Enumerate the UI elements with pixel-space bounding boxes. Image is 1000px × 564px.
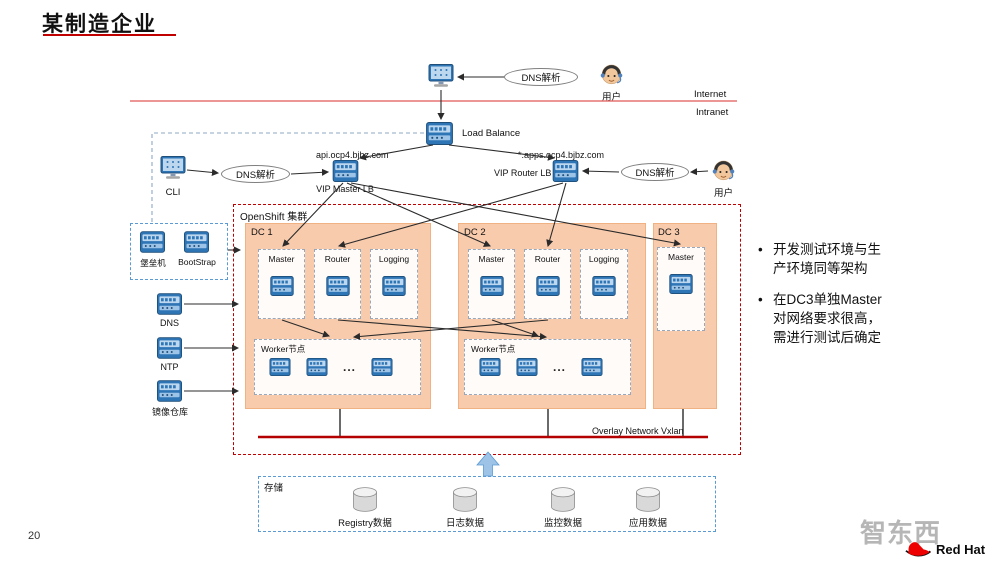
redhat-logo-text: Red Hat [936,542,986,557]
vip-master-lb-label: VIP Master LB [316,184,374,194]
server-icon [270,276,294,296]
dc1-worker-box: Worker节点 ... [254,339,421,395]
server-icon [669,274,693,294]
dc1-logging-title: Logging [378,254,410,264]
server-icon [592,276,616,296]
note-bullet-1: 开发测试环境与生产环境同等架构 [757,241,893,279]
dc2-router-node: Router [524,249,571,319]
ntp-label: NTP [160,362,179,372]
dc2-logging-node: Logging [580,249,628,319]
server-icon [382,276,406,296]
dc2-master-node: Master [468,249,515,319]
user-icon-right [710,158,737,185]
dc2-router-title: Router [534,254,561,264]
dns-label: DNS [159,318,179,328]
vip-router-lb-icon [551,160,580,182]
bastion-server-icon [140,231,165,253]
load-balance-icon [424,122,455,145]
storage-box [258,476,716,532]
dc2-label: DC 2 [464,227,486,238]
server-icon [516,358,538,376]
page-title: 某制造企业 [42,13,157,36]
user-label-top: 用户 [601,92,621,103]
client-terminal-icon [428,64,454,88]
dns-server-icon [157,293,182,315]
server-icon [306,358,328,376]
openshift-cluster-label: OpenShift 集群 [240,212,308,223]
monitor-db-icon [548,486,578,513]
dc1-router-title: Router [324,254,351,264]
user-icon-top [598,62,625,89]
monitor-data-label: 监控数据 [543,518,582,529]
dc2-worker-box: Worker节点 ... [464,339,631,395]
user-label-right: 用户 [713,188,733,199]
app-data-label: 应用数据 [628,518,667,529]
intranet-label: Intranet [696,107,729,118]
log-data-label: 日志数据 [445,518,484,529]
dc2-worker-title: Worker节点 [471,344,516,354]
storage-label: 存储 [264,483,284,494]
dc1-worker-title: Worker节点 [261,344,306,354]
registry-data-label: Registry数据 [338,518,392,529]
bootstrap-label: BootStrap [178,257,216,267]
dc1-router-node: Router [314,249,361,319]
notes-panel: 开发测试环境与生产环境同等架构 在DC3单独Master对网络要求很高，需进行测… [757,241,893,359]
image-registry-icon [157,380,182,402]
dns-resolve-oval-top: DNS解析 [504,68,578,86]
dc1-worker-icon-row: ... [261,358,420,376]
dc3-master-node: Master [657,247,705,331]
cli-label: CLI [165,187,181,198]
vip-router-lb-label: VIP Router LB [494,168,552,178]
dc2-worker-icon-row: ... [471,358,630,376]
server-icon [371,358,393,376]
ellipsis: ... [553,360,567,374]
server-icon [581,358,603,376]
dns-resolve-oval-right: DNS解析 [621,163,689,181]
server-icon [536,276,560,296]
bastion-box [130,223,228,280]
dc3-label: DC 3 [658,227,680,238]
server-icon [326,276,350,296]
bastion-label: 堡垒机 [140,258,166,268]
overlay-network-label: Overlay Network Vxlan [592,426,684,436]
dns-resolve-oval-left: DNS解析 [221,165,290,183]
dc1-master-node: Master [258,249,305,319]
title-underline [43,34,176,36]
internet-label: Internet [694,89,727,100]
cli-terminal-icon [160,156,186,180]
storage-up-arrow [476,451,500,477]
dc1-label: DC 1 [251,227,273,238]
page-number: 20 [28,530,41,542]
app-db-icon [633,486,663,513]
registry-db-icon [350,486,380,513]
dc3-master-title: Master [668,252,694,262]
server-icon [480,276,504,296]
dc2-logging-title: Logging [588,254,620,264]
redhat-logo-icon [903,540,933,558]
dc1-logging-node: Logging [370,249,418,319]
ntp-server-icon [157,337,182,359]
image-registry-label: 镜像仓库 [151,407,188,417]
zhidongxi-watermark: 智东西 [860,518,942,548]
bootstrap-server-icon [184,231,209,253]
dc1-master-title: Master [268,254,295,264]
dc2-master-title: Master [478,254,505,264]
ellipsis: ... [343,360,357,374]
load-balance-label: Load Balance [462,128,521,139]
log-db-icon [450,486,480,513]
api-domain-label: api.ocp4.bjbz.com [316,150,389,160]
note-bullet-2: 在DC3单独Master对网络要求很高，需进行测试后确定 [757,291,893,348]
apps-domain-label: *.apps.ocp4.bjbz.com [518,150,605,160]
server-icon [479,358,501,376]
server-icon [269,358,291,376]
vip-master-lb-icon [331,160,360,182]
